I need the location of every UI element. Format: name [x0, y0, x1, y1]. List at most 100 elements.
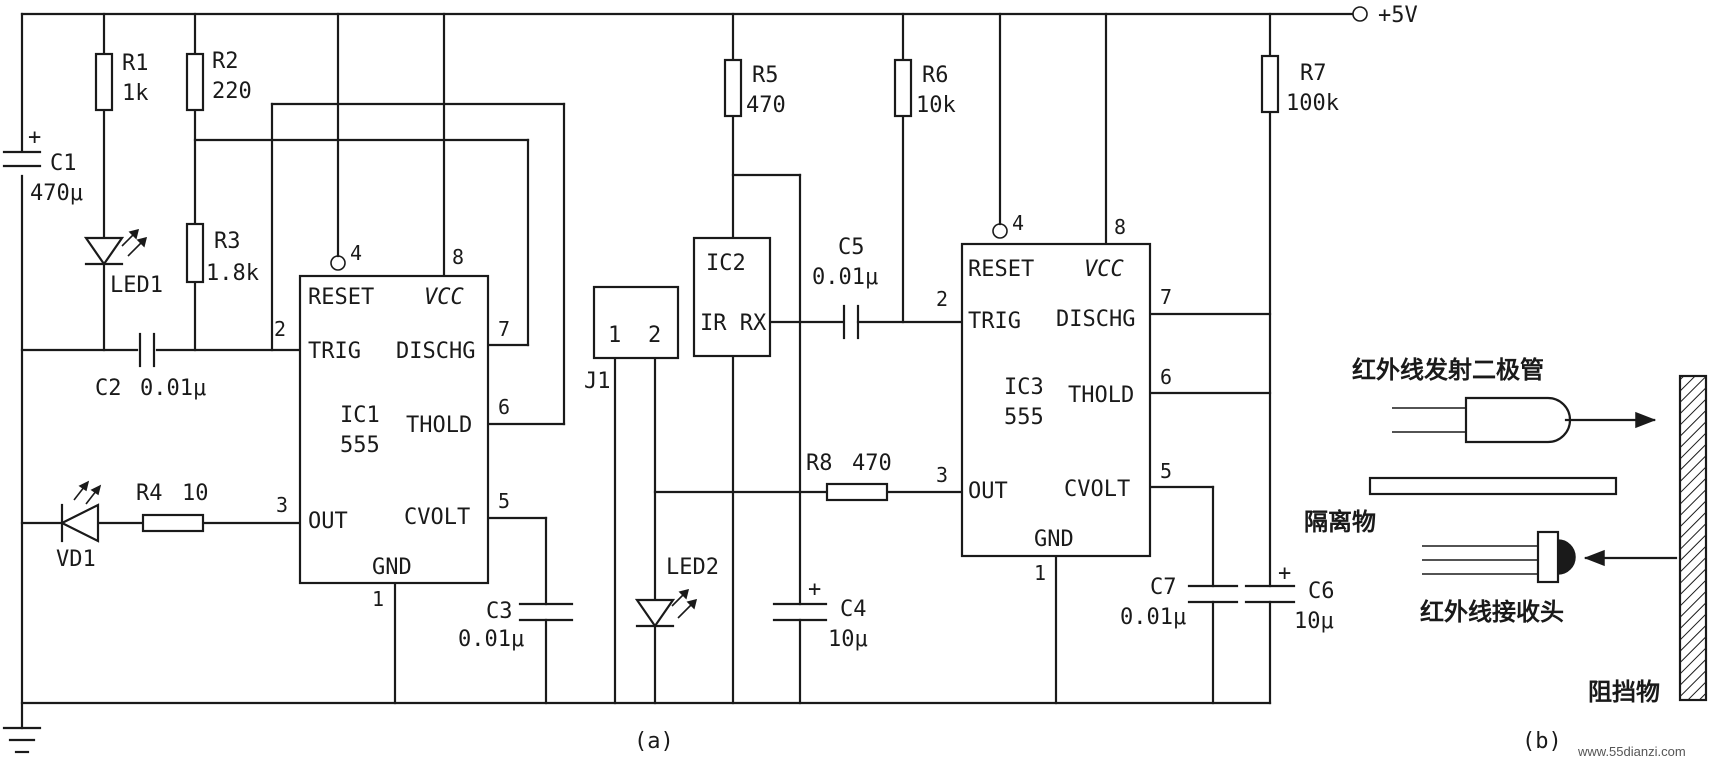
svg-text:+: + [28, 125, 41, 150]
led2-name: LED2 [666, 555, 719, 580]
ic1-reset-label: RESET [308, 285, 374, 310]
j1-pin1: 1 [608, 323, 621, 348]
c7-name: C7 [1150, 575, 1177, 600]
resistor-r2 [185, 52, 205, 112]
ic1-thold-label: THOLD [406, 413, 472, 438]
ic1-pin6: 6 [498, 395, 510, 419]
diagram-b: 红外线发射二极管 隔离物 红外线接收头 阻挡物 [1304, 356, 1708, 706]
supply-label: +5V [1378, 3, 1418, 28]
ic1-pin1: 1 [372, 587, 384, 611]
j1-pin2: 2 [648, 323, 661, 348]
resistor-r4 [141, 513, 205, 533]
capacitor-c5 [842, 304, 860, 340]
c4-name: C4 [840, 597, 867, 622]
j1-connector [592, 285, 680, 360]
ic3-type: 555 [1004, 405, 1044, 430]
r1-name: R1 [122, 51, 149, 76]
ic3-gnd-label: GND [1034, 527, 1074, 552]
capacitor-c6: + [1244, 561, 1296, 604]
ic3-reset-bubble [992, 223, 1008, 239]
resistor-r8 [825, 482, 889, 502]
c5-name: C5 [838, 235, 865, 260]
ic2-body [692, 236, 772, 358]
svg-text:+: + [1278, 561, 1291, 586]
ic3-pin1: 1 [1034, 561, 1046, 585]
ic3-thold-label: THOLD [1068, 383, 1134, 408]
j1-name: J1 [584, 369, 611, 394]
ic3-trig-label: TRIG [968, 309, 1021, 334]
wiring [20, 12, 1354, 730]
c2-name: C2 [95, 376, 122, 401]
r5-value: 470 [746, 93, 786, 118]
r6-value: 10k [916, 93, 956, 118]
caption-b: (b) [1522, 729, 1562, 754]
svg-text:+: + [808, 577, 821, 602]
r2-name: R2 [212, 49, 239, 74]
ic1-pin2: 2 [274, 317, 286, 341]
isolator-label: 隔离物 [1304, 508, 1376, 536]
ic3-cvolt-label: CVOLT [1064, 477, 1130, 502]
c1-value: 470μ [30, 181, 83, 206]
ic1-pin4: 4 [350, 241, 362, 265]
capacitor-c4: + [772, 577, 828, 622]
led1-symbol [83, 228, 148, 266]
emitter-label: 红外线发射二极管 [1352, 356, 1544, 384]
resistor-r6 [893, 58, 913, 118]
ic1-vcc-label: VCC [424, 285, 464, 310]
ic1-trig-label: TRIG [308, 339, 361, 364]
ic2-name: IC2 [706, 251, 746, 276]
led1-name: LED1 [110, 273, 163, 298]
capacitor-c1: + [2, 125, 41, 168]
ic2-type: IR RX [700, 311, 767, 336]
receiver-label: 红外线接收头 [1420, 598, 1564, 626]
ic3-pin3: 3 [936, 463, 948, 487]
c3-name: C3 [486, 599, 513, 624]
capacitor-c3 [518, 602, 574, 622]
vd1-name: VD1 [56, 547, 96, 572]
c2-value: 0.01μ [140, 376, 206, 401]
c7-value: 0.01μ [1120, 605, 1186, 630]
ic1-pin5: 5 [498, 489, 510, 513]
ic3-pin5: 5 [1160, 459, 1172, 483]
r3-value: 1.8k [206, 261, 259, 286]
ic1-gnd-label: GND [372, 555, 412, 580]
resistor-r5 [723, 58, 743, 118]
obstacle-wall [1678, 374, 1708, 702]
r5-name: R5 [752, 63, 779, 88]
c5-value: 0.01μ [812, 265, 878, 290]
ir-emitter-icon [1392, 396, 1657, 444]
r7-name: R7 [1300, 61, 1327, 86]
ic3-vcc-label: VCC [1084, 257, 1124, 282]
r7-value: 100k [1286, 91, 1339, 116]
r8-name: R8 [806, 451, 833, 476]
ic1-type: 555 [340, 433, 380, 458]
c3-value: 0.01μ [458, 627, 524, 652]
r3-name: R3 [214, 229, 241, 254]
r2-value: 220 [212, 79, 252, 104]
watermark: www.55dianzi.com [1577, 744, 1686, 759]
ic1-pin8: 8 [452, 245, 464, 269]
ic1-cvolt-label: CVOLT [404, 505, 470, 530]
ic1-dischg-label: DISCHG [396, 339, 475, 364]
c4-value: 10μ [828, 627, 868, 652]
ic3-pin7: 7 [1160, 285, 1172, 309]
ic1-body [298, 274, 490, 585]
vd1-symbol [59, 480, 102, 543]
ic1-pin7: 7 [498, 317, 510, 341]
ic3-name: IC3 [1004, 375, 1044, 400]
led2-symbol [634, 588, 698, 628]
r6-name: R6 [922, 63, 949, 88]
r4-value: 10 [182, 481, 209, 506]
supply-terminal [1352, 6, 1368, 22]
ic1-reset-bubble [330, 255, 346, 271]
ic1-name: IC1 [340, 403, 380, 428]
capacitor-c2 [138, 332, 156, 368]
resistor-r1 [94, 52, 114, 112]
ic1-pin3: 3 [276, 493, 288, 517]
ic3-dischg-label: DISCHG [1056, 307, 1135, 332]
ground-symbol [2, 726, 42, 754]
ic3-body [960, 242, 1152, 558]
resistor-r7 [1260, 54, 1280, 114]
ir-receiver-icon [1422, 530, 1678, 584]
